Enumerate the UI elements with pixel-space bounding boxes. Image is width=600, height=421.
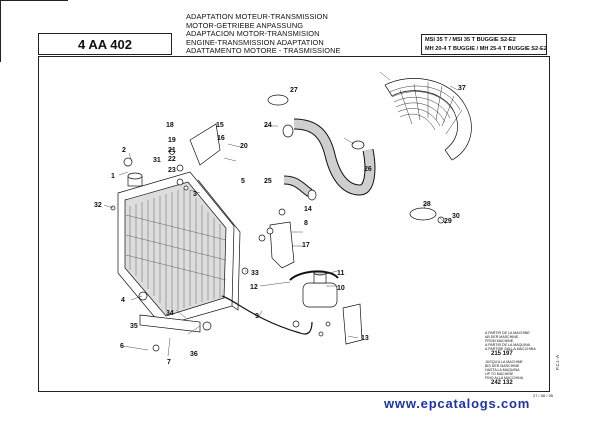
bushing-icon: [138, 291, 148, 301]
washer-icon: [325, 321, 331, 327]
callout-8: 8: [304, 220, 308, 227]
callout-18: 18: [166, 122, 174, 129]
callout-33: 33: [251, 270, 259, 277]
washer-icon: [292, 320, 300, 328]
mount-plate-icon: [139, 314, 201, 333]
hose-clamp-icon: [282, 124, 294, 138]
side-code: F.C.I.-A: [555, 355, 560, 371]
drawing-code: 4 AA 402: [78, 36, 132, 52]
callout-22: 22: [168, 156, 176, 163]
title-block: ADAPTATION MOTEUR-TRANSMISSION MOTOR-GET…: [186, 12, 341, 56]
upto-line-1: JUSQU'A LA MACHINE: [485, 360, 523, 364]
callout-37: 37: [458, 85, 466, 92]
callout-2: 2: [122, 147, 126, 154]
from-line-1: A PARTIR DE LA MACHINE: [485, 331, 530, 335]
washer-icon: [169, 149, 175, 155]
callout-5: 5: [241, 178, 245, 185]
nut-icon: [152, 344, 160, 352]
upto-line-3: HASTA LA MAQUINA: [485, 368, 520, 372]
upto-line-2: BIS DER MASCHINE: [485, 364, 520, 368]
upto-serial-number: 242 132: [491, 380, 513, 386]
hose-clamp-icon: [267, 94, 289, 106]
callout-31: 31: [153, 157, 161, 164]
callout-26: 26: [364, 166, 372, 173]
from-line-3: FROM MACHINE: [485, 339, 514, 343]
model-line-1: MSI 35 T / MSI 35 T BUGGIE S2-E2: [425, 36, 516, 43]
callout-14: 14: [304, 206, 312, 213]
callout-21: 21: [168, 147, 176, 154]
callout-20: 20: [240, 143, 248, 150]
callout-32: 32: [94, 202, 102, 209]
tank-strap-icon: [289, 270, 339, 281]
from-line-2: AB DER MASCHINE: [485, 335, 519, 339]
bracket-icon: [269, 221, 295, 269]
callout-4: 4: [121, 297, 125, 304]
model-line-2: MH 20-4 T BUGGIE / MH 25-4 T BUGGIE S2-E…: [425, 45, 547, 52]
drawing-code-box: 4 AA 402: [38, 33, 172, 55]
from-serial-number: 215 197: [491, 351, 513, 357]
lower-hose-icon: [283, 175, 313, 197]
radiator-icon: [117, 171, 241, 327]
callout-7: 7: [167, 359, 171, 366]
callout-17: 17: [302, 242, 310, 249]
nut-icon: [176, 178, 184, 186]
callout-27: 27: [290, 87, 298, 94]
callout-10: 10: [337, 285, 345, 292]
bracket-icon: [189, 123, 221, 166]
overflow-pipe-icon: [221, 295, 313, 335]
callout-24: 24: [264, 122, 272, 129]
drawing-frame: [38, 56, 550, 392]
callout-16: 16: [217, 135, 225, 142]
from-line-4: A PARTIR DE LA MAQUINA: [485, 343, 530, 347]
washer-icon: [266, 227, 274, 235]
title-it: ADATTAMENTO MOTORE - TRASMISSIONE: [186, 46, 341, 56]
callout-35: 35: [130, 323, 138, 330]
callout-9: 9: [255, 313, 259, 320]
fan-guard-icon: [384, 78, 472, 161]
document-reference: 27 / 06 / 05: [533, 393, 554, 398]
callout-30: 30: [452, 213, 460, 220]
callout-34: 34: [166, 310, 174, 317]
title-en: ENGINE-TRANSMISSION ADAPTATION: [186, 37, 324, 47]
callout-28: 28: [423, 201, 431, 208]
washer-icon: [278, 208, 286, 216]
upto-line-5: FINO ALLA MACCHINA: [485, 376, 524, 380]
hose-clamp-icon: [307, 189, 317, 201]
washer-icon: [183, 185, 189, 191]
bracket-icon: [342, 303, 363, 345]
nut-icon: [258, 234, 266, 242]
hose-clamp-icon: [351, 140, 365, 150]
callout-11: 11: [337, 270, 345, 277]
bushing-icon: [202, 321, 212, 331]
callout-29: 29: [444, 218, 452, 225]
washer-icon: [318, 331, 324, 337]
upper-hose-icon: [293, 118, 376, 196]
title-es: ADAPTACION MOTOR-TRANSMISION: [186, 29, 320, 39]
title-fr: ADAPTATION MOTEUR-TRANSMISSION: [186, 12, 328, 21]
callout-12: 12: [250, 284, 258, 291]
callout-1: 1: [111, 173, 115, 180]
expansion-tank-icon: [302, 270, 338, 308]
from-line-5: A PARTIRE DALLA MACCHINA: [485, 347, 536, 351]
serial-box: [0, 0, 68, 62]
nut-icon: [176, 164, 184, 172]
callout-13: 13: [361, 335, 369, 342]
hose-clamp-icon: [409, 207, 437, 221]
upto-line-4: UP TO MACHINE: [485, 372, 514, 376]
callout-36: 36: [190, 351, 198, 358]
callout-23: 23: [168, 167, 176, 174]
title-de: MOTOR-GETRIEBE ANPASSUNG: [186, 20, 304, 30]
watermark: www.epcatalogs.com: [384, 396, 531, 411]
model-box: MSI 35 T / MSI 35 T BUGGIE S2-E2 MH 20-4…: [421, 34, 547, 55]
callout-25: 25: [264, 178, 272, 185]
cap-icon: [123, 157, 133, 167]
callout-6: 6: [120, 343, 124, 350]
callout-19: 19: [168, 137, 176, 144]
callout-3: 3: [193, 191, 197, 198]
callout-15: 15: [216, 122, 224, 129]
bolt-icon: [437, 216, 445, 224]
